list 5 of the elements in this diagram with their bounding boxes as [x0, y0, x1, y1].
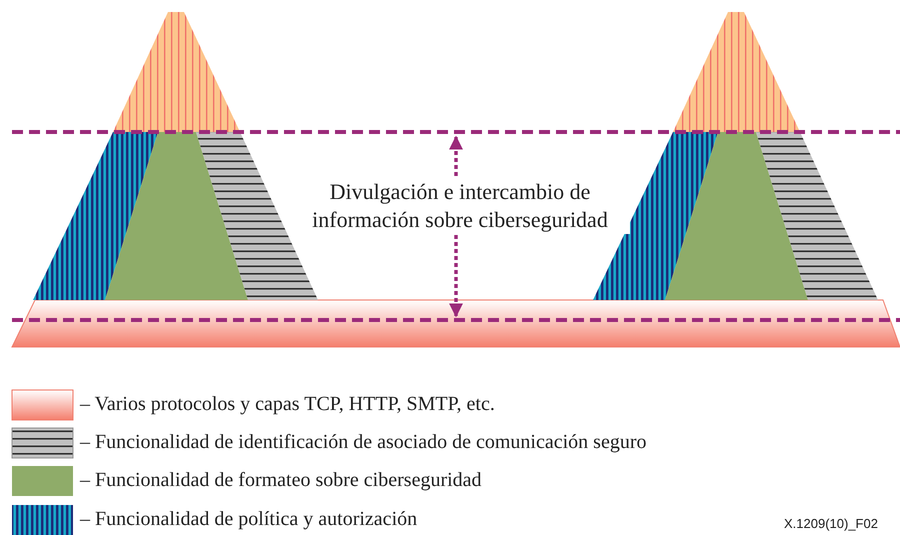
figure-id: X.1209(10)_F02 — [784, 516, 878, 531]
legend-text: – Funcionalidad de formateo sobre ciberseguridad — [80, 468, 482, 492]
legend-text: – Funcionalidad de identificación de asociado de comunicación seguro — [80, 430, 646, 454]
legend-text: – Varios protocolos y capas TCP, HTTP, SMTP, etc. — [80, 392, 495, 416]
legend-text: – Funcionalidad de política y autorización — [80, 507, 418, 531]
